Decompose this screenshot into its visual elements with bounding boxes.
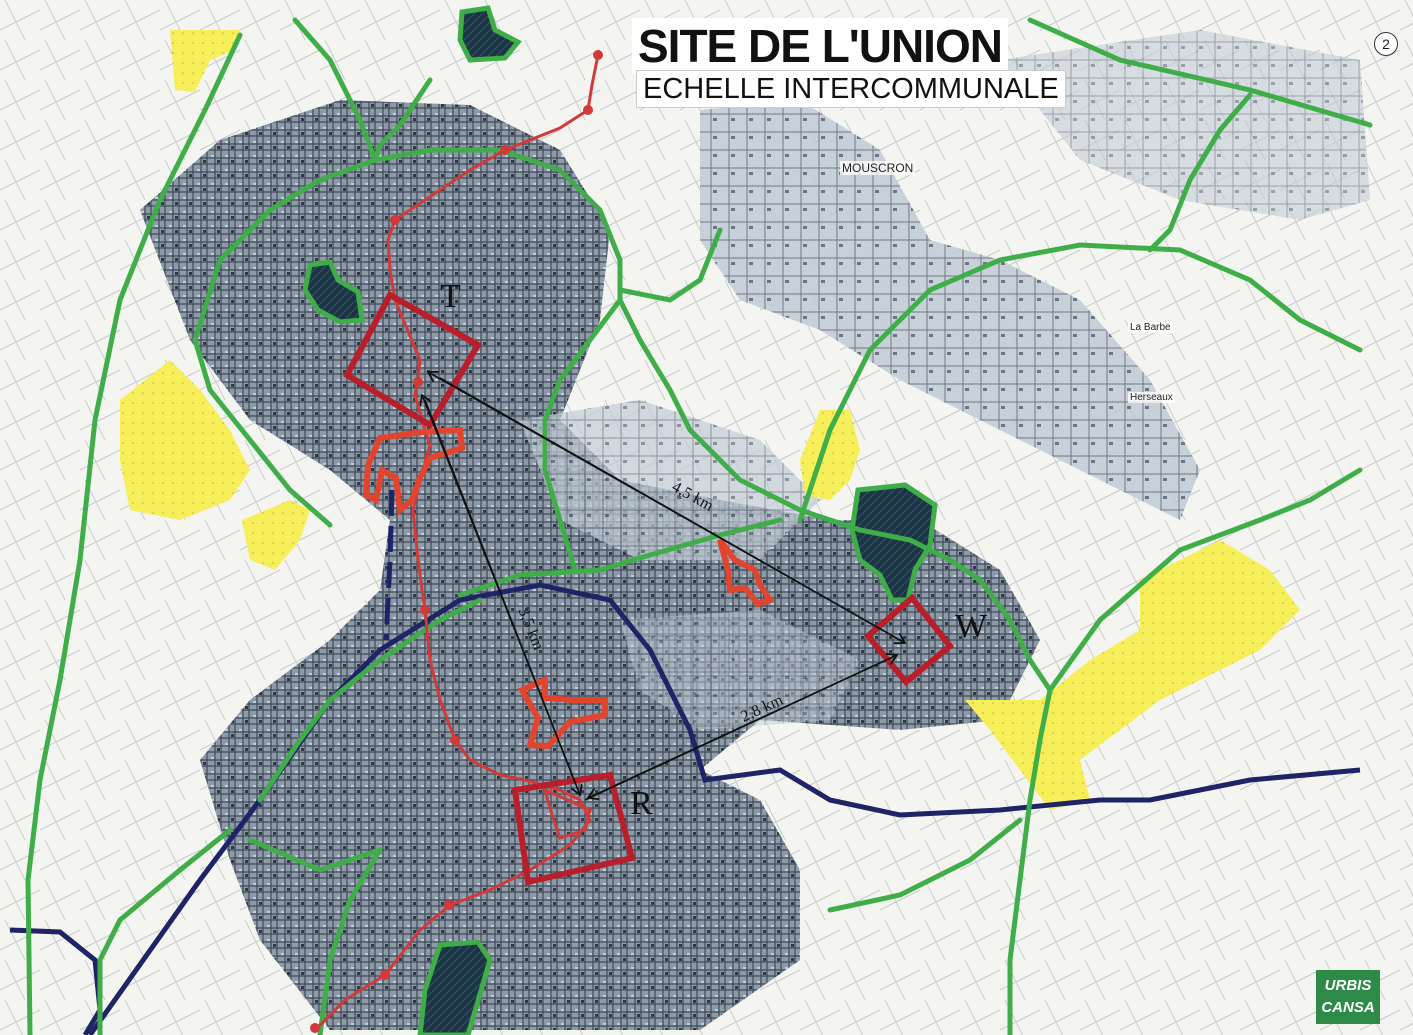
site-inner-outline: [542, 787, 592, 840]
site-label-w: W: [955, 608, 988, 645]
site-label-t: T: [440, 278, 461, 315]
development-shapes: [362, 426, 775, 750]
distance-arrows: [422, 372, 905, 801]
urban-fabric-northeast: [1000, 30, 1370, 220]
logo-line-1: URBIS: [1324, 977, 1372, 994]
metro-line: [310, 50, 603, 1033]
site-label-r: R: [630, 785, 653, 822]
map-title: SITE DE L'UNION: [632, 18, 1008, 74]
yellow-zone: [170, 30, 240, 92]
place-label-herseaux: Herseaux: [1128, 392, 1175, 403]
place-label-la-barbe: La Barbe: [1128, 322, 1173, 333]
park: [457, 5, 522, 63]
urban-fabric-tourcoing-roubaix: [140, 100, 1040, 1030]
yellow-zone: [120, 360, 250, 520]
urbis-cansa-logo: URBIS CANSA: [1316, 970, 1380, 1024]
place-label-mouscron: MOUSCRON: [840, 161, 916, 175]
park: [417, 939, 493, 1035]
logo-line-2: CANSA: [1321, 999, 1375, 1016]
map-subtitle: ECHELLE INTERCOMMUNALE: [636, 70, 1066, 108]
canal-line: [383, 489, 395, 641]
page-number-badge: 2: [1374, 32, 1398, 56]
urban-fabric-mouscron: [700, 100, 1200, 520]
yellow-zone: [242, 500, 310, 570]
park: [302, 259, 365, 325]
canal-line: [9, 927, 103, 1035]
site-frames: [343, 290, 955, 886]
yellow-zone: [965, 540, 1300, 810]
urban-fabric-light: [520, 400, 820, 560]
